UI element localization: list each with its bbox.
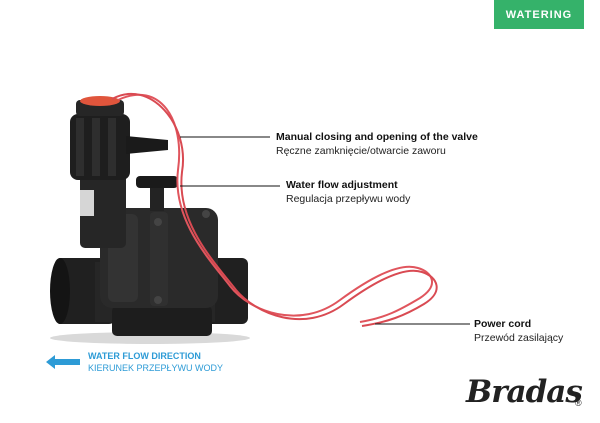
solenoid-ridges: [92, 118, 100, 176]
flow-direction-text: WATER FLOW DIRECTION KIERUNEK PRZEPŁYWU …: [88, 350, 223, 374]
category-badge: WATERING: [494, 0, 584, 29]
flow-direction-pl: KIERUNEK PRZEPŁYWU WODY: [88, 363, 224, 373]
manual-lever: [126, 136, 168, 154]
bonnet-screw: [202, 210, 210, 218]
power-cord-wire: [117, 93, 433, 323]
callout-manual-en: Manual closing and opening of the valve: [276, 131, 478, 143]
callout-manual: Manual closing and opening of the valve …: [276, 130, 478, 158]
callout-flow-adjust: Water flow adjustment Regulacja przepływ…: [286, 178, 410, 206]
flow-direction-en: WATER FLOW DIRECTION: [88, 351, 201, 361]
solenoid-ridges: [108, 118, 116, 176]
valve-inlet-opening: [50, 258, 70, 324]
callout-flow-adjust-en: Water flow adjustment: [286, 179, 398, 191]
callout-flow-adjust-pl: Regulacja przepływu wody: [286, 193, 411, 205]
callout-power: Power cord Przewód zasilający: [474, 317, 563, 345]
bonnet-screw: [154, 296, 162, 304]
bonnet-screw: [154, 218, 162, 226]
flow-adjustment-knob: [136, 176, 178, 188]
arrow-left-icon: [46, 355, 80, 369]
brand-logo: Bradas: [466, 374, 583, 410]
callout-power-pl: Przewód zasilający: [474, 332, 564, 344]
flow-knob-stem: [150, 183, 164, 211]
valve-base: [112, 306, 212, 336]
category-badge-label: WATERING: [505, 8, 573, 21]
flow-direction: WATER FLOW DIRECTION KIERUNEK PRZEPŁYWU …: [46, 350, 223, 374]
solenoid-red-cap: [80, 96, 120, 106]
valve-bonnet-rib: [150, 212, 168, 306]
solenoid-ridges: [76, 118, 84, 176]
power-cord-wire: [111, 92, 438, 327]
registered-mark: ®: [575, 398, 582, 408]
solenoid-label-sticker: [80, 190, 94, 216]
callout-power-en: Power cord: [474, 318, 532, 330]
callout-manual-pl: Ręczne zamknięcie/otwarcie zaworu: [276, 145, 446, 157]
